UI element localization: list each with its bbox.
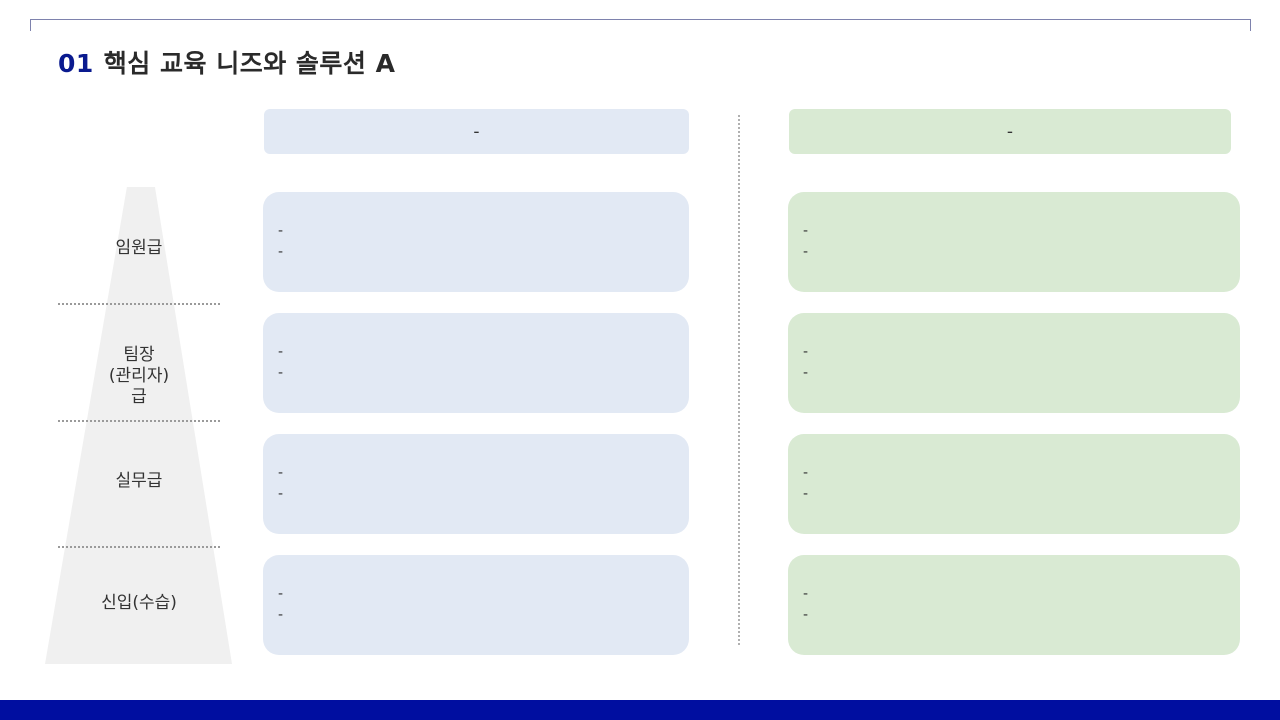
bullet-item: - (803, 465, 809, 481)
left-box-staff: - - (263, 434, 689, 534)
bullet-item: - (803, 344, 809, 360)
top-frame-line (30, 19, 1251, 31)
right-box-team-lead: - - (788, 313, 1240, 413)
title-text: 핵심 교육 니즈와 솔루션 A (103, 49, 396, 78)
bullet-item: - (278, 586, 284, 602)
bullet-item: - (803, 486, 809, 502)
level-label-line: 팀장 (123, 345, 155, 365)
right-box-new-hire: - - (788, 555, 1240, 655)
bullet-item: - (803, 365, 809, 381)
bullet-item: - (803, 586, 809, 602)
left-box-executive: - - (263, 192, 689, 292)
bullet-item: - (278, 344, 284, 360)
bullet-item: - (278, 365, 284, 381)
level-label-new-hire: 신입(수습) (60, 593, 218, 614)
level-label-line: 신입(수습) (101, 593, 177, 613)
level-label-team-lead: 팀장 (관리자) 급 (60, 345, 218, 408)
bullet-item: - (278, 244, 284, 260)
right-column-header-text: - (1006, 121, 1014, 142)
bullet-item: - (278, 223, 284, 239)
section-number: 01 (58, 49, 94, 78)
level-label-line: 급 (131, 387, 147, 407)
bullet-item: - (278, 607, 284, 623)
bullet-item: - (803, 244, 809, 260)
left-box-team-lead: - - (263, 313, 689, 413)
level-divider (58, 303, 220, 305)
left-column-header: - (264, 109, 689, 154)
level-label-staff: 실무급 (60, 471, 218, 492)
bullet-item: - (803, 223, 809, 239)
left-box-new-hire: - - (263, 555, 689, 655)
right-box-staff: - - (788, 434, 1240, 534)
footer-bar (0, 700, 1280, 720)
column-divider (738, 115, 740, 645)
bullet-item: - (278, 486, 284, 502)
level-label-line: 실무급 (115, 471, 163, 491)
bullet-item: - (278, 465, 284, 481)
level-divider (58, 420, 220, 422)
level-label-line: 임원급 (115, 238, 163, 258)
level-divider (58, 546, 220, 548)
bullet-item: - (803, 607, 809, 623)
left-column-header-text: - (473, 121, 480, 142)
level-label-executive: 임원급 (60, 238, 218, 259)
level-label-line: (관리자) (108, 366, 170, 386)
right-column-header: - (789, 109, 1231, 154)
page-title: 01 핵심 교육 니즈와 솔루션 A (58, 44, 395, 80)
right-box-executive: - - (788, 192, 1240, 292)
